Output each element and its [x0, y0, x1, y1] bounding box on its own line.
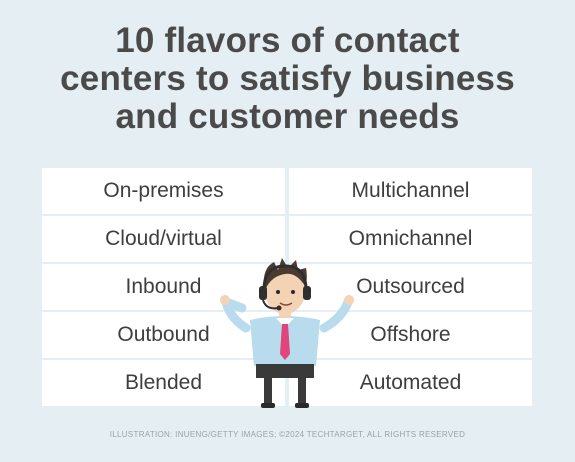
type-outsourced: Outsourced	[289, 264, 532, 310]
call-center-agent-illustration	[220, 258, 354, 408]
collar	[276, 318, 294, 328]
head	[265, 270, 305, 314]
left-leg	[264, 376, 272, 404]
left-hand	[220, 295, 230, 305]
headset-right-ear	[303, 286, 311, 300]
left-shoe	[261, 403, 275, 408]
title-line-3: and customer needs	[115, 97, 460, 136]
right-hand	[344, 295, 354, 305]
type-on-premises: On-premises	[42, 168, 285, 214]
type-inbound: Inbound	[42, 264, 285, 310]
left-eye	[276, 290, 280, 294]
page-title: 10 flavors of contact centers to satisfy…	[0, 22, 575, 136]
right-eye	[291, 290, 295, 294]
type-outbound: Outbound	[42, 312, 285, 358]
right-leg	[298, 376, 306, 404]
type-cloud-virtual: Cloud/virtual	[42, 216, 285, 262]
type-blended: Blended	[42, 360, 285, 406]
hair	[263, 258, 307, 288]
image-credit: ILLUSTRATION: INUENG/GETTY IMAGES; ©2024…	[109, 430, 466, 439]
title-line-1: 10 flavors of contact	[115, 21, 460, 60]
mouth	[279, 302, 293, 306]
headset-mic	[276, 305, 282, 311]
right-shoe	[295, 403, 309, 408]
headset-band	[262, 264, 308, 291]
headset-mic-boom	[262, 299, 279, 310]
headset-left-ear	[259, 286, 267, 300]
right-forearm	[319, 297, 353, 333]
tie	[280, 324, 290, 360]
type-omnichannel: Omnichannel	[289, 216, 532, 262]
type-automated: Automated	[289, 360, 532, 406]
title-line-2: centers to satisfy business	[60, 59, 515, 98]
type-multichannel: Multichannel	[289, 168, 532, 214]
belt-area	[256, 364, 314, 378]
